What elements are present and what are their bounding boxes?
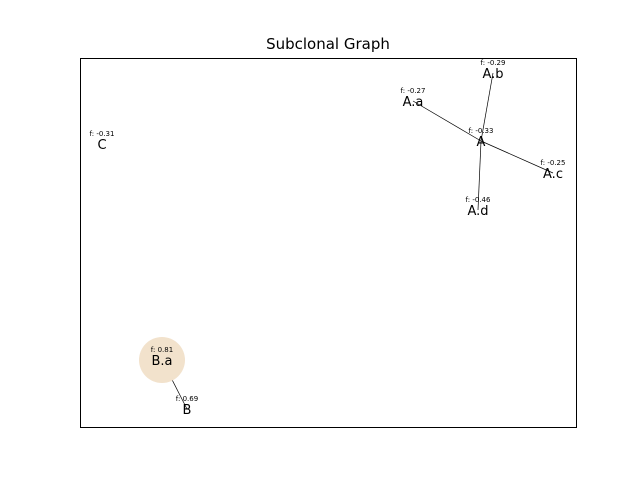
node-a-frequency-label: f: -0.33 xyxy=(469,127,494,135)
node-a-d-label: A.d xyxy=(467,204,488,219)
node-a-b-frequency-label: f: -0.29 xyxy=(481,59,506,67)
node-a-a-frequency-label: f: -0.27 xyxy=(401,87,426,95)
edge-a-to-a-b xyxy=(480,72,494,142)
node-a-c-frequency-label: f: -0.25 xyxy=(541,159,566,167)
node-a-d: f: -0.46A.d xyxy=(466,196,491,219)
plot-frame xyxy=(80,58,577,428)
node-a-a: f: -0.27A.a xyxy=(401,87,426,110)
node-b: f: 0.69B xyxy=(176,395,198,418)
edge-a-to-a-c xyxy=(480,140,554,174)
node-b-frequency-label: f: 0.69 xyxy=(176,395,198,403)
node-a-d-frequency-label: f: -0.46 xyxy=(466,196,491,204)
node-a-c-label: A.c xyxy=(543,167,563,182)
node-c-frequency-label: f: -0.31 xyxy=(90,130,115,138)
node-a-b: f: -0.29A.b xyxy=(481,59,506,82)
graph-title: Subclonal Graph xyxy=(266,35,390,53)
node-b-a-frequency-label: f: 0.81 xyxy=(151,346,173,354)
node-a-b-label: A.b xyxy=(482,67,503,82)
edge-a-to-a-d xyxy=(477,140,482,211)
node-a-c: f: -0.25A.c xyxy=(541,159,566,182)
node-c: f: -0.31C xyxy=(90,130,115,153)
node-c-label: C xyxy=(97,138,106,153)
node-b-label: B xyxy=(183,403,192,418)
edge-a-to-a-a xyxy=(412,100,482,142)
node-a-label: A xyxy=(477,135,486,150)
node-a-a-label: A.a xyxy=(403,95,424,110)
node-b-a: f: 0.81B.a xyxy=(139,337,185,383)
node-b-a-highlight-circle xyxy=(139,337,185,383)
node-b-a-label: B.a xyxy=(151,354,172,369)
node-a: f: -0.33A xyxy=(469,127,494,150)
